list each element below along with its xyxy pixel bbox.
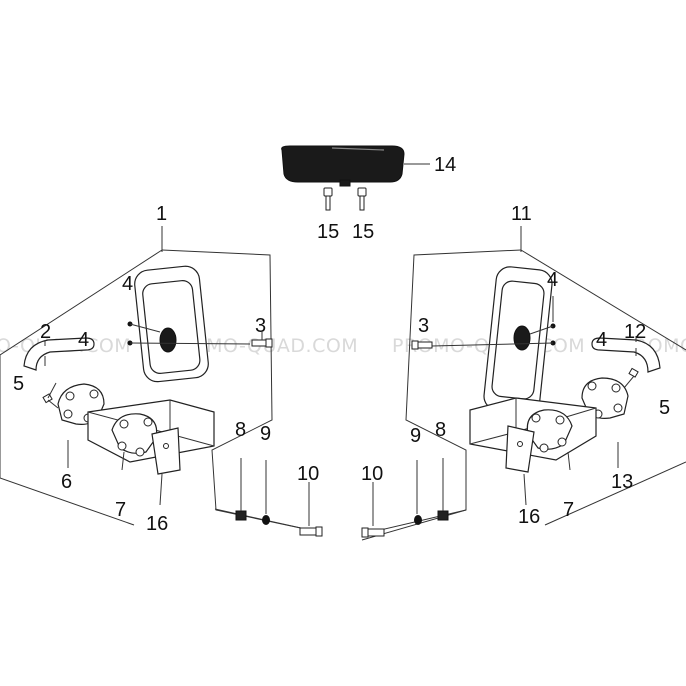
callout-12: 12	[624, 321, 646, 343]
mirror-stem	[339, 179, 351, 187]
screw-5-right	[623, 367, 639, 389]
right-mirror-joint	[513, 325, 531, 351]
callout-9-left: 9	[260, 423, 271, 445]
left-mirror-stalk	[23, 337, 95, 371]
right-mirror-assembly	[361, 226, 686, 541]
callout-11: 11	[511, 203, 532, 225]
watermark: O-QUAD.COM PROMO-QUAD.COM PROMO-QUAD.COM…	[0, 335, 686, 357]
left-mirror-joint	[159, 327, 177, 353]
bolt-10-left	[299, 526, 323, 537]
callout-8-left: 8	[235, 419, 246, 441]
callout-3-right: 3	[418, 315, 429, 337]
callout-7-right: 7	[563, 499, 574, 521]
callout-4-right-mid: 4	[596, 329, 607, 351]
inner-mirror	[281, 145, 405, 183]
right-mirror-stalk	[591, 337, 661, 373]
screw-5-left	[42, 393, 59, 409]
callout-4-right-top: 4	[547, 269, 558, 291]
inner-mirror-assembly	[281, 145, 430, 211]
callout-3-left: 3	[255, 315, 266, 337]
washer-9-left	[262, 515, 270, 525]
callout-5-left: 5	[13, 373, 24, 395]
left-mirror-assembly	[0, 226, 323, 537]
bolt-10-right	[361, 527, 385, 538]
callouts: 1 11 14 15 15 2 4 4 3 5 6 7 16 8 9 10 4 …	[13, 154, 670, 535]
left-boundary	[161, 249, 311, 531]
washer-9-right	[414, 515, 422, 525]
screw-3-right	[411, 340, 433, 350]
callout-6: 6	[61, 471, 72, 493]
callout-4-left-mid: 4	[78, 329, 89, 351]
callout-16-right: 16	[518, 506, 540, 528]
callout-14: 14	[434, 154, 456, 176]
left-bracket-16	[151, 427, 181, 475]
callout-9-right: 9	[410, 425, 421, 447]
callout-5-right: 5	[659, 397, 670, 419]
callout-1: 1	[156, 203, 167, 225]
callout-4-left-top: 4	[122, 273, 133, 295]
nut-8-right	[437, 510, 449, 521]
callout-8-right: 8	[435, 419, 446, 441]
screw-15-left	[323, 187, 333, 211]
callout-15-right: 15	[352, 221, 374, 243]
callout-10-left: 10	[297, 463, 319, 485]
callout-13: 13	[611, 471, 633, 493]
left-mirror-glass	[142, 280, 201, 374]
callout-10-right: 10	[361, 463, 383, 485]
callout-15-left: 15	[317, 221, 339, 243]
callout-7-left: 7	[115, 499, 126, 521]
right-bracket-16	[505, 425, 535, 473]
callout-16-left: 16	[146, 513, 168, 535]
screw-15-right	[357, 187, 367, 211]
screw-3-left	[251, 338, 273, 348]
nut-8-left	[235, 510, 247, 521]
callout-2: 2	[40, 321, 51, 343]
right-boundary	[361, 249, 522, 541]
